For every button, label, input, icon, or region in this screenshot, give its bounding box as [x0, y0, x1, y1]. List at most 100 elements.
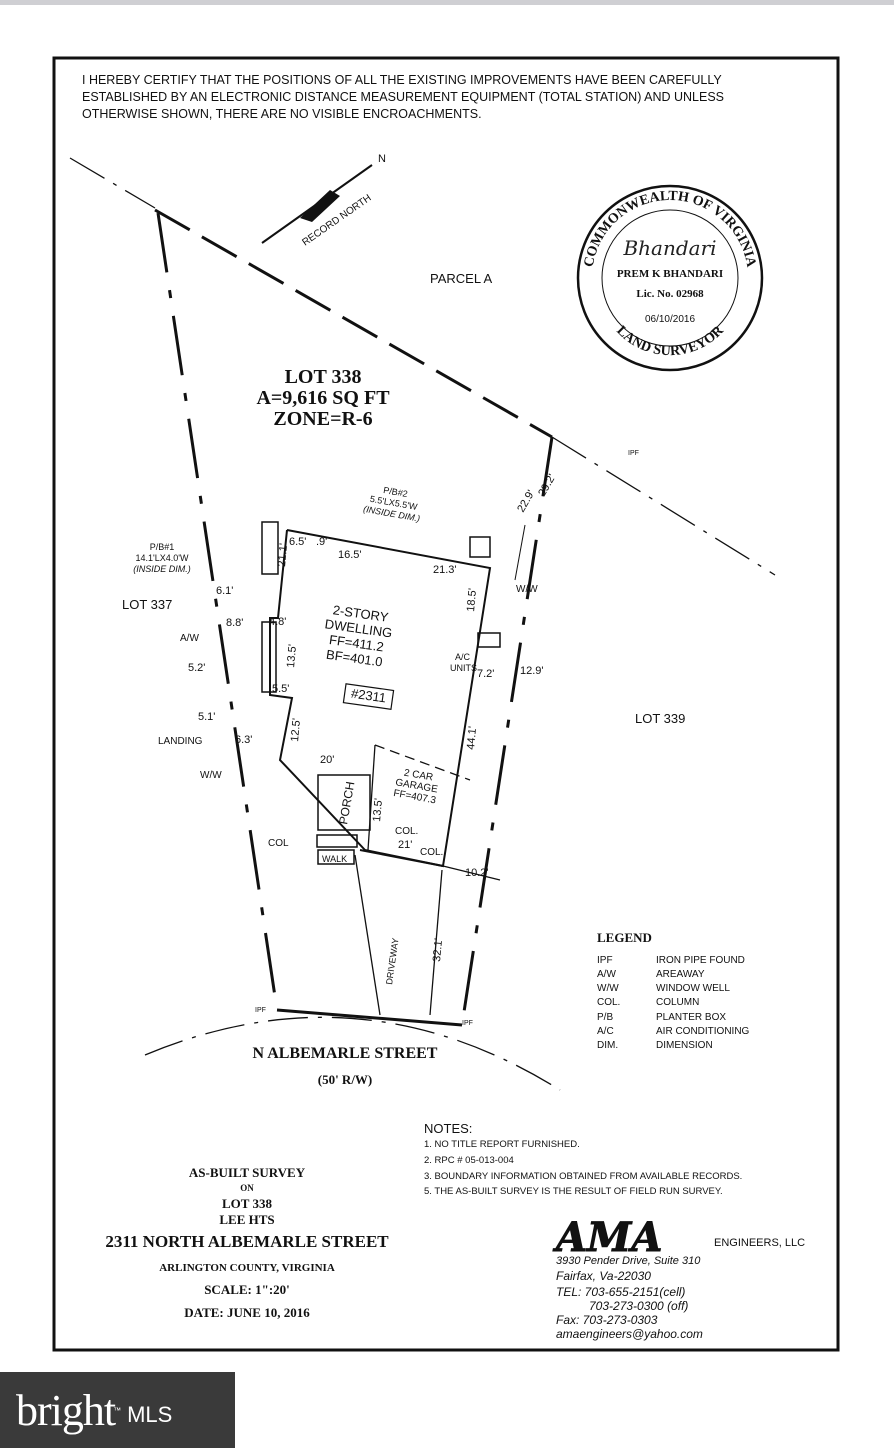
svg-text:COLUMN: COLUMN [656, 997, 699, 1008]
svg-text:P/B#2: P/B#2 [383, 485, 409, 499]
svg-text:N: N [378, 153, 386, 165]
lot-info: LOT 338 A=9,616 SQ FT ZONE=R-6 [256, 366, 390, 430]
svg-text:PREM K BHANDARI: PREM K BHANDARI [617, 268, 723, 280]
svg-text:LEGEND: LEGEND [597, 930, 652, 945]
svg-text:6.5': 6.5' [289, 536, 306, 548]
svg-text:12.5': 12.5' [289, 718, 303, 742]
svg-text:#2311: #2311 [350, 686, 387, 706]
porch [317, 774, 371, 831]
svg-text:PLANTER BOX: PLANTER BOX [656, 1012, 726, 1023]
svg-text:P/B#1: P/B#1 [150, 542, 175, 552]
company-info: AMA ENGINEERS, LLC 3930 Pender Drive, Su… [552, 1214, 806, 1342]
svg-text:6.3': 6.3' [235, 734, 252, 746]
svg-text:Fax: 703-273-0303: Fax: 703-273-0303 [556, 1313, 658, 1327]
svg-text:WINDOW WELL: WINDOW WELL [656, 983, 730, 994]
svg-text:IPF: IPF [628, 450, 639, 457]
svg-text:14.1'LX4.0'W: 14.1'LX4.0'W [136, 553, 189, 563]
svg-text:PORCH: PORCH [336, 780, 357, 825]
svg-text:DIM.: DIM. [597, 1040, 618, 1051]
svg-text:5.1': 5.1' [198, 711, 215, 723]
svg-text:IPF: IPF [597, 955, 613, 966]
svg-text:6.1': 6.1' [216, 585, 233, 597]
brand-suffix: MLS [127, 1402, 173, 1427]
svg-text:21.1': 21.1' [276, 543, 290, 567]
svg-text:N ALBEMARLE STREET: N ALBEMARLE STREET [253, 1045, 438, 1062]
svg-text:PARCEL A: PARCEL A [430, 271, 492, 286]
svg-text:LOT 338: LOT 338 [285, 366, 362, 388]
svg-text:20': 20' [320, 754, 334, 766]
svg-text:COL: COL [268, 838, 289, 849]
svg-text:ARLINGTON COUNTY, VIRGINIA: ARLINGTON COUNTY, VIRGINIA [159, 1262, 335, 1274]
trademark: ™ [113, 1405, 122, 1415]
title-block: AS-BUILT SURVEY ON LOT 338 LEE HTS 2311 … [105, 1165, 389, 1320]
plat-border [52, 56, 840, 1352]
svg-text:(50' R/W): (50' R/W) [318, 1072, 373, 1087]
svg-text:ENGINEERS, LLC: ENGINEERS, LLC [714, 1237, 805, 1249]
dwelling-labels: 2-STORY DWELLING FF=411.2 BF=401.0 #2311… [133, 485, 538, 985]
svg-text:UNITS: UNITS [450, 663, 477, 673]
svg-text:AREAWAY: AREAWAY [656, 969, 705, 980]
svg-text:amaengineers@yahoo.com: amaengineers@yahoo.com [556, 1327, 703, 1341]
street-label: N ALBEMARLE STREET (50' R/W) [253, 1045, 438, 1087]
svg-text:4.8': 4.8' [269, 616, 286, 628]
svg-text:IRON PIPE FOUND: IRON PIPE FOUND [656, 955, 745, 966]
svg-text:A/W: A/W [597, 969, 616, 980]
svg-text:W/W: W/W [516, 584, 538, 595]
notes: NOTES: 1. NO TITLE REPORT FURNISHED. 2. … [424, 1121, 742, 1197]
svg-text:.9': .9' [316, 536, 327, 548]
svg-text:NOTES:: NOTES: [424, 1121, 472, 1136]
svg-text:DATE: JUNE 10, 2016: DATE: JUNE 10, 2016 [184, 1305, 310, 1320]
svg-text:LOT 337: LOT 337 [122, 597, 172, 612]
svg-text:COL.: COL. [395, 826, 418, 837]
svg-text:2311 NORTH ALBEMARLE STREET: 2311 NORTH ALBEMARLE STREET [105, 1232, 389, 1251]
svg-text:703-273-0300 (off): 703-273-0300 (off) [589, 1299, 688, 1313]
svg-text:AIR CONDITIONING: AIR CONDITIONING [656, 1026, 750, 1037]
svg-text:A/C: A/C [455, 652, 471, 662]
svg-text:22.9': 22.9' [515, 488, 537, 514]
svg-text:LOT 338: LOT 338 [222, 1196, 272, 1211]
svg-text:7.2': 7.2' [477, 668, 494, 680]
svg-text:AS-BUILT SURVEY: AS-BUILT SURVEY [189, 1165, 306, 1180]
svg-text:W/W: W/W [200, 770, 222, 781]
svg-text:ZONE=R-6: ZONE=R-6 [273, 408, 372, 430]
svg-text:Bhandari: Bhandari [622, 236, 716, 260]
svg-text:ESTABLISHED BY AN ELECTRONIC D: ESTABLISHED BY AN ELECTRONIC DISTANCE ME… [82, 90, 724, 104]
svg-text:3. BOUNDARY INFORMATION OBTAIN: 3. BOUNDARY INFORMATION OBTAINED FROM AV… [424, 1171, 742, 1182]
svg-text:2. RPC # 05-013-004: 2. RPC # 05-013-004 [424, 1155, 514, 1166]
svg-text:ON: ON [240, 1183, 254, 1193]
legend: LEGEND IPF IRON PIPE FOUND A/W AREAWAY W/W… [597, 930, 750, 1051]
svg-text:P/B: P/B [597, 1012, 613, 1023]
svg-text:5.5': 5.5' [272, 683, 289, 695]
brand-name: bright [16, 1385, 116, 1435]
svg-text:5.2': 5.2' [188, 662, 205, 674]
svg-text:5. THE AS-BUILT SURVEY IS THE: 5. THE AS-BUILT SURVEY IS THE RESULT OF … [424, 1186, 723, 1197]
surveyor-seal: COMMONWEALTH OF VIRGINIA LAND SURVEYOR B… [576, 184, 764, 372]
svg-text:(INSIDE DIM.): (INSIDE DIM.) [133, 564, 191, 574]
svg-text:A=9,616 SQ FT: A=9,616 SQ FT [256, 387, 390, 409]
ama-logo: AMA [552, 1214, 662, 1261]
svg-text:13.5': 13.5' [371, 798, 385, 822]
svg-text:TEL: 703-655-2151(cell): TEL: 703-655-2151(cell) [556, 1285, 685, 1299]
svg-text:IPF: IPF [462, 1020, 473, 1027]
svg-text:LOT 339: LOT 339 [635, 711, 685, 726]
svg-text:06/10/2016: 06/10/2016 [645, 314, 695, 325]
svg-text:SCALE: 1":20': SCALE: 1":20' [204, 1282, 290, 1297]
ipf-markers: IPF IPF IPF [255, 450, 639, 1027]
svg-text:IPF: IPF [255, 1007, 266, 1014]
svg-text:21.3': 21.3' [433, 564, 457, 576]
svg-text:W/W: W/W [597, 983, 619, 994]
svg-text:DIMENSION: DIMENSION [656, 1040, 713, 1051]
svg-text:8.8': 8.8' [226, 617, 243, 629]
svg-text:12.9': 12.9' [520, 665, 544, 677]
svg-text:A/C: A/C [597, 1026, 614, 1037]
property-boundary [69, 157, 776, 1091]
north-arrow-icon: N RECORD NORTH [261, 153, 386, 248]
svg-text:A/W: A/W [180, 633, 199, 644]
svg-text:LANDING: LANDING [158, 736, 203, 747]
svg-text:21': 21' [398, 839, 412, 851]
svg-text:18.5': 18.5' [465, 588, 479, 612]
svg-text:2 CAR: 2 CAR [403, 768, 434, 784]
svg-text:32.1': 32.1' [431, 938, 445, 962]
